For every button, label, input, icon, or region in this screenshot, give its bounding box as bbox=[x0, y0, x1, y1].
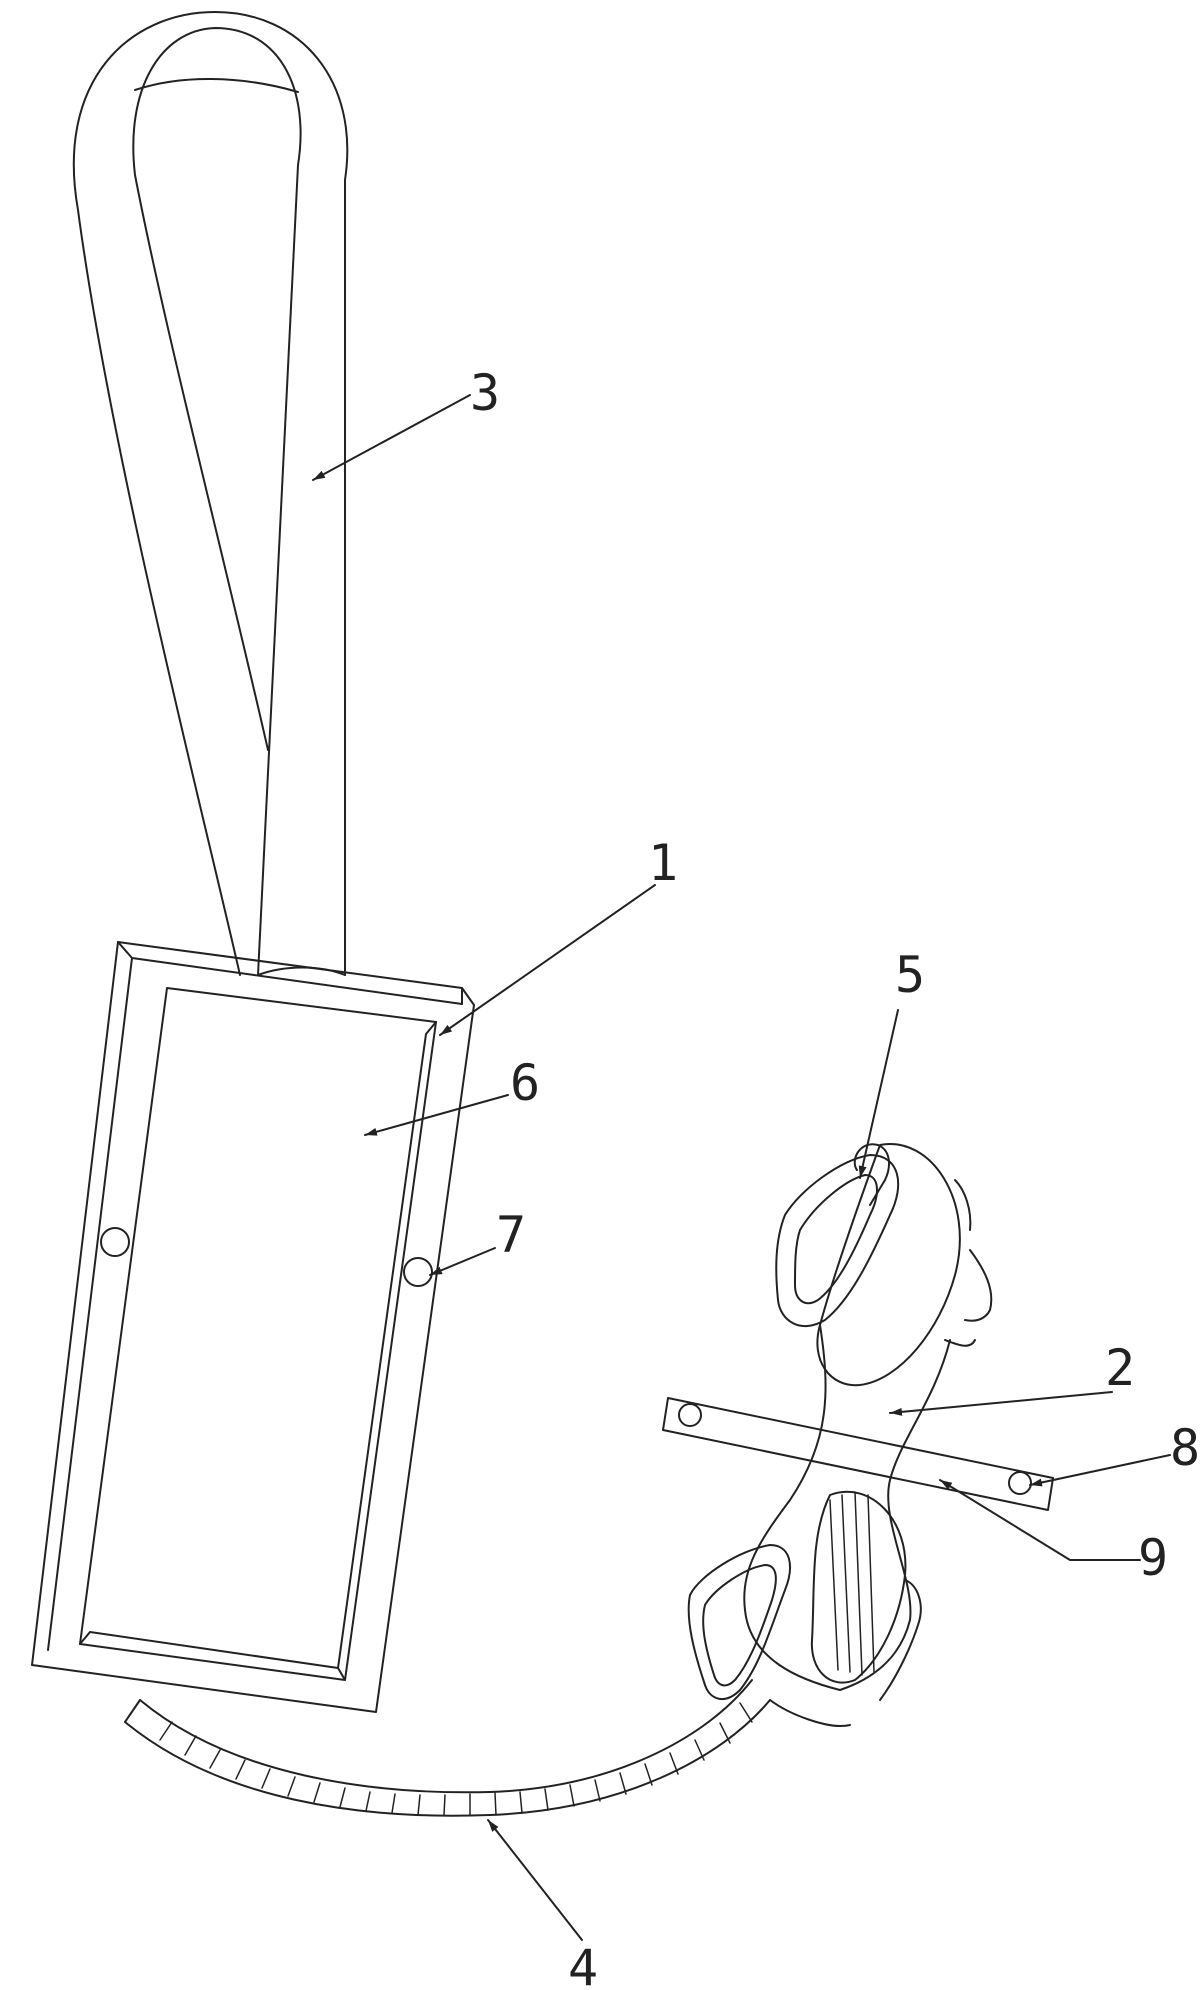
window-part bbox=[79, 987, 437, 1681]
label-7: 7 bbox=[496, 1206, 526, 1264]
button-left bbox=[100, 1227, 130, 1257]
label-9: 9 bbox=[1138, 1529, 1168, 1587]
label-3: 3 bbox=[470, 364, 500, 422]
label-2: 2 bbox=[1105, 1339, 1135, 1397]
label-4: 4 bbox=[568, 1939, 598, 1990]
strap-part bbox=[72, 11, 349, 976]
bar-hole-left bbox=[678, 1403, 702, 1427]
case-part bbox=[31, 941, 475, 1713]
label-1: 1 bbox=[648, 834, 678, 892]
label-8: 8 bbox=[1170, 1419, 1200, 1477]
bar-part bbox=[662, 1397, 1054, 1511]
bar-hole-right bbox=[1008, 1471, 1032, 1495]
label-5: 5 bbox=[895, 946, 925, 1004]
label-6: 6 bbox=[510, 1054, 540, 1112]
clip-part bbox=[687, 1142, 993, 1727]
button-right bbox=[403, 1257, 433, 1287]
leader-lines bbox=[312, 394, 1171, 1941]
reference-labels: 3 1 5 6 7 2 8 9 4 bbox=[470, 364, 1200, 1990]
band-part bbox=[124, 1679, 771, 1817]
